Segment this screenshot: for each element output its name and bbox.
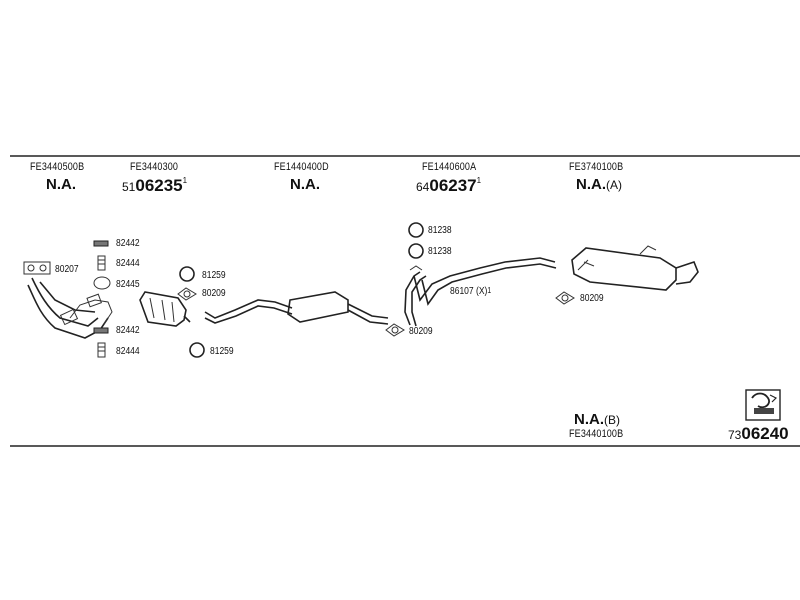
part-label-81238-a: 81238 — [428, 225, 452, 236]
ring-81238-b-drawing — [408, 243, 424, 259]
part-label-82442-top: 82442 — [116, 238, 140, 249]
footer-status: N.A. — [574, 411, 604, 428]
part-label-86107-text: 86107 (X) — [450, 286, 488, 297]
header-code-2: FE3440300 — [130, 161, 179, 173]
header-status-5: N.A. — [576, 176, 606, 193]
footer-status-wrap: N.A.(B) — [574, 411, 620, 429]
part-label-81259-top: 81259 — [202, 270, 226, 281]
part-label-81238-b: 81238 — [428, 246, 452, 257]
spring-82444-top-drawing — [97, 255, 106, 271]
footer-ref: 7306240 — [728, 424, 789, 444]
gasket-80209-b-drawing — [385, 323, 405, 337]
footer-ref-main: 06240 — [741, 424, 789, 443]
header-status-1: N.A. — [46, 176, 76, 193]
bolt-82442-bottom-drawing — [93, 327, 109, 334]
part-label-82442-bottom: 82442 — [116, 325, 140, 336]
header-status-3: N.A. — [290, 176, 320, 193]
part-label-80209-c: 80209 — [580, 293, 604, 304]
header-ref-4-sup: 1 — [476, 176, 482, 185]
header-ref-2-sup: 1 — [182, 176, 188, 185]
header-ref-2-main: 06235 — [135, 176, 183, 195]
header-code-4: FE1440600A — [422, 161, 477, 173]
part-label-82444-bottom: 82444 — [116, 346, 140, 357]
header-ref-4-prefix: 64 — [416, 180, 430, 194]
ring-81259-bottom-drawing — [189, 342, 205, 358]
part-label-82444-top: 82444 — [116, 258, 140, 269]
footer-status-suffix: (B) — [604, 413, 620, 427]
header-status-5-suffix: (A) — [606, 178, 622, 192]
ring-82445-drawing — [93, 276, 111, 290]
ring-81259-top-drawing — [179, 266, 195, 282]
part-label-86107-sup: 1 — [487, 286, 492, 295]
header-ref-4-main: 06237 — [429, 176, 477, 195]
header-code-1: FE3440500B — [30, 161, 85, 173]
header-ref-2: 51062351 — [122, 176, 187, 196]
header-ref-4: 64062371 — [416, 176, 481, 196]
catalytic-converter-drawing — [139, 291, 191, 327]
header-code-5: FE3740100B — [569, 161, 624, 173]
front-manifold-pipe-drawing — [27, 277, 113, 339]
middle-silencer-drawing — [204, 291, 389, 325]
catalog-badge-icon — [745, 389, 781, 421]
header-status-5-wrap: N.A.(A) — [576, 176, 622, 194]
part-label-80207: 80207 — [55, 264, 79, 275]
part-label-80209-b: 80209 — [409, 326, 433, 337]
footer-code: FE3440100B — [569, 428, 624, 440]
part-label-86107: 86107 (X)1 — [450, 286, 491, 297]
intermediate-pipe-drawing — [404, 257, 557, 327]
bolt-82442-top-drawing — [93, 240, 109, 247]
part-label-80209-a: 80209 — [202, 288, 226, 299]
gasket-80209-a-drawing — [177, 287, 197, 301]
part-label-81259-bottom: 81259 — [210, 346, 234, 357]
gasket-80207-drawing — [23, 261, 51, 275]
ring-81238-a-drawing — [408, 222, 424, 238]
footer-ref-prefix: 73 — [728, 428, 742, 442]
part-label-82445: 82445 — [116, 279, 140, 290]
header-ref-2-prefix: 51 — [122, 180, 136, 194]
spring-82444-bottom-drawing — [97, 342, 106, 358]
header-code-3: FE1440400D — [274, 161, 329, 173]
gasket-80209-c-drawing — [555, 291, 575, 305]
rear-silencer-drawing — [571, 245, 699, 291]
